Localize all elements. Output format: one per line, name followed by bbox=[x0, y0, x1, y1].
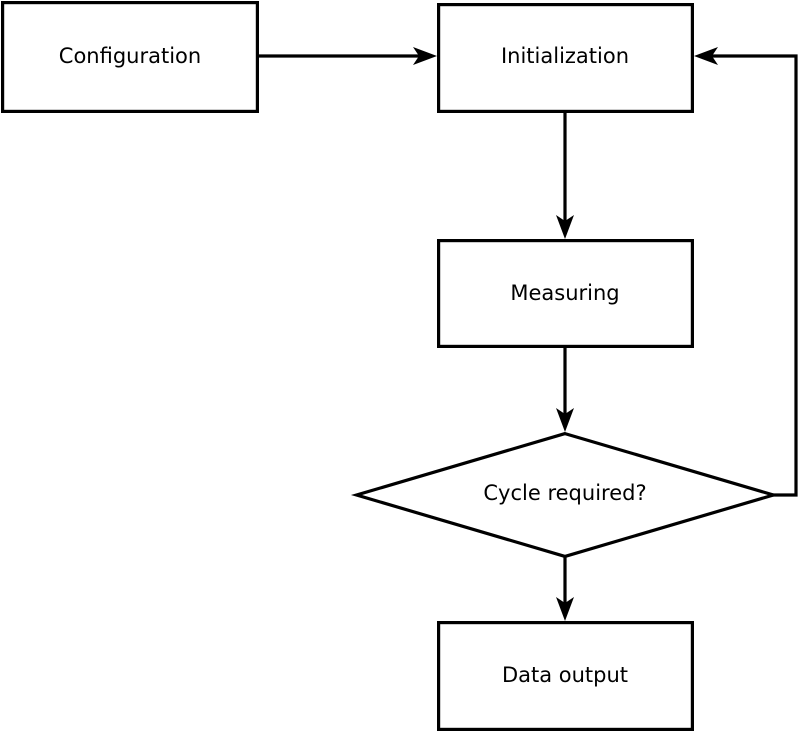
node-configuration-shape[interactable] bbox=[0, 0, 260, 114]
edge-cycle-required-to-initialization-feedback bbox=[694, 47, 798, 497]
arrow-head-down bbox=[556, 408, 574, 432]
edge-initialization-to-measuring bbox=[556, 113, 574, 239]
node-measuring-label: Measuring bbox=[510, 281, 619, 305]
edge-measuring-to-cycle-required bbox=[556, 348, 574, 432]
arrow-head-down bbox=[556, 215, 574, 239]
arrow-head-right bbox=[413, 47, 437, 65]
node-layer: Configuration Initialization Measuring C… bbox=[0, 0, 780, 731]
node-initialization-shape[interactable] bbox=[437, 2, 695, 114]
node-measuring[interactable]: Measuring bbox=[437, 239, 695, 349]
edge-layer bbox=[259, 47, 798, 621]
node-initialization[interactable]: Initialization bbox=[437, 2, 695, 114]
node-data-output-label: Data output bbox=[502, 663, 628, 687]
edge-cycle-required-to-data-output bbox=[556, 557, 574, 621]
node-configuration[interactable]: Configuration bbox=[0, 0, 260, 114]
node-cycle-required[interactable]: Cycle required? bbox=[350, 431, 780, 559]
node-initialization-label: Initialization bbox=[501, 44, 629, 68]
edge-configuration-to-initialization bbox=[259, 47, 437, 65]
arrow-head-down bbox=[556, 597, 574, 621]
node-measuring-shape[interactable] bbox=[437, 239, 695, 349]
edge-line bbox=[706, 54, 798, 497]
node-cycle-required-label: Cycle required? bbox=[483, 481, 646, 505]
node-data-output[interactable]: Data output bbox=[437, 620, 695, 731]
node-data-output-shape[interactable] bbox=[437, 620, 695, 731]
arrow-head-left bbox=[694, 47, 718, 65]
node-cycle-required-shape[interactable] bbox=[350, 431, 780, 559]
node-configuration-label: Configuration bbox=[59, 44, 201, 68]
